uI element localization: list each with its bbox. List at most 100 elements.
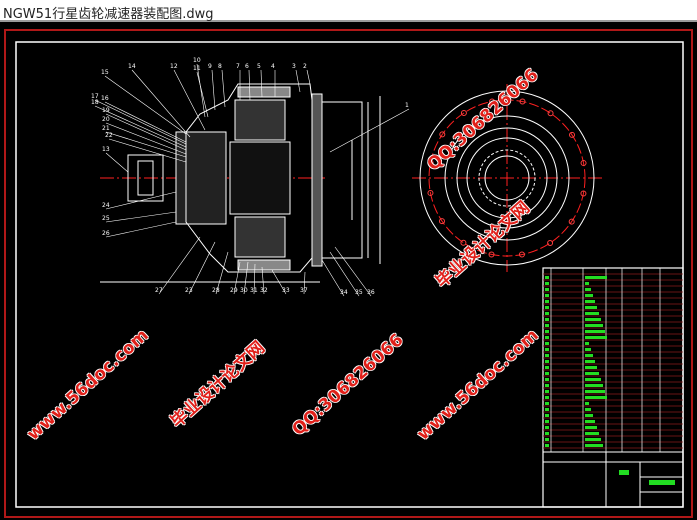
callout-label: 23: [185, 287, 193, 294]
callout-leader: [306, 69, 311, 85]
callout-leader: [105, 131, 187, 158]
callout-leader: [261, 266, 265, 295]
bolt-hole: [580, 160, 587, 167]
callout-leader: [173, 69, 206, 131]
bolt-hole: [568, 218, 575, 225]
bolt-hole: [580, 190, 587, 197]
title-block-index-mark: [545, 438, 549, 441]
callout-leader: [108, 138, 187, 163]
callout-label: 35: [355, 289, 363, 296]
title-block-text-mark: [585, 366, 597, 369]
hub-circle: [466, 137, 548, 219]
callout-label: 16: [101, 95, 109, 102]
title-block-text-mark: [585, 294, 593, 297]
bolt-hole: [547, 240, 554, 247]
title-block-index-mark: [545, 294, 549, 297]
title-block-index-mark: [545, 420, 549, 423]
callout-label: 32: [260, 287, 268, 294]
title-block-text-mark: [585, 384, 603, 387]
callout-label: 26: [102, 230, 110, 237]
title-block-index-mark: [545, 336, 549, 339]
title-block-index-mark: [545, 414, 549, 417]
callout-label: 8: [218, 63, 222, 70]
title-block-index-mark: [545, 372, 549, 375]
callout-leader: [271, 269, 287, 295]
title-block-index-mark: [545, 378, 549, 381]
callout-label: 34: [340, 289, 348, 296]
bolt-hole: [439, 131, 446, 138]
outer-flange-circle: [419, 90, 595, 266]
callout-leader: [105, 221, 177, 238]
callout-leader: [243, 261, 249, 295]
callout-leader: [329, 251, 360, 297]
callout-label: 14: [128, 63, 136, 70]
callout-leader: [94, 105, 187, 148]
callout-label: 17: [91, 93, 99, 100]
title-block-index-mark: [545, 384, 549, 387]
title-block-text-mark: [585, 324, 603, 327]
callout-leader: [105, 211, 177, 223]
title-block-index-mark: [545, 324, 549, 327]
bolt-hole: [488, 251, 495, 258]
bolt-hole: [460, 109, 467, 116]
output-housing: [321, 101, 363, 259]
title-block-index-mark: [545, 288, 549, 291]
callout-label: 11: [193, 65, 201, 72]
callout-label: 29: [230, 287, 238, 294]
title-block-index-mark: [545, 276, 549, 279]
housing-circle: [444, 115, 570, 241]
callout-leader: [196, 71, 209, 118]
title-block-index-mark: [545, 354, 549, 357]
title-block-text-mark: [585, 390, 605, 393]
bore-circle: [484, 155, 530, 201]
callout-leader: [248, 69, 251, 101]
bolt-circle: [428, 99, 586, 257]
callout-label: 22: [105, 132, 113, 139]
section-view: [100, 83, 381, 283]
title-block-index-mark: [545, 432, 549, 435]
title-block-text-mark: [585, 336, 607, 339]
bolt-hole: [427, 159, 434, 166]
callout-leader: [105, 152, 129, 173]
bolt-hole: [489, 98, 496, 105]
title-block-index-mark: [545, 444, 549, 447]
callout-leader: [104, 101, 187, 143]
input-shaft: [127, 154, 164, 202]
callout-label: 2: [303, 63, 307, 70]
callout-leader: [196, 63, 206, 118]
title-block-index-mark: [545, 396, 549, 399]
callout-leader: [215, 251, 229, 295]
callout-label: 4: [271, 63, 275, 70]
callout-leader: [321, 259, 345, 297]
callout-leader: [105, 122, 187, 155]
title-block: [542, 267, 684, 508]
output-flange: [311, 93, 323, 267]
callout-label: 9: [208, 63, 212, 70]
title-block-index-mark: [545, 402, 549, 405]
title-block-index-mark: [545, 330, 549, 333]
callout-leader: [105, 191, 177, 210]
callout-labels: 1234567891011121314151617181920212223242…: [91, 57, 409, 296]
bolt-holes: [427, 98, 587, 258]
bolt-hole: [518, 251, 525, 258]
title-block-text-mark: [585, 312, 599, 315]
title-block-text-mark: [585, 306, 597, 309]
callout-label: 12: [170, 63, 178, 70]
title-block-index-mark: [545, 360, 549, 363]
callout-label: 6: [245, 63, 249, 70]
title-block-text-mark: [585, 348, 591, 351]
title-block-text-mark: [585, 360, 595, 363]
title-block-text-mark: [585, 318, 601, 321]
title-block-text-mark: [585, 342, 589, 345]
callout-leader: [104, 75, 187, 135]
bolt-hole: [547, 110, 554, 117]
bolt-hole: [438, 218, 445, 225]
title-block-text-mark: [585, 282, 589, 285]
callout-label: 10: [193, 57, 201, 64]
callout-label: 25: [102, 215, 110, 222]
callout-leader: [221, 69, 226, 108]
callout-label: 15: [101, 69, 109, 76]
planet-gear-bottom: [234, 216, 286, 258]
title-block-index-mark: [545, 306, 549, 309]
